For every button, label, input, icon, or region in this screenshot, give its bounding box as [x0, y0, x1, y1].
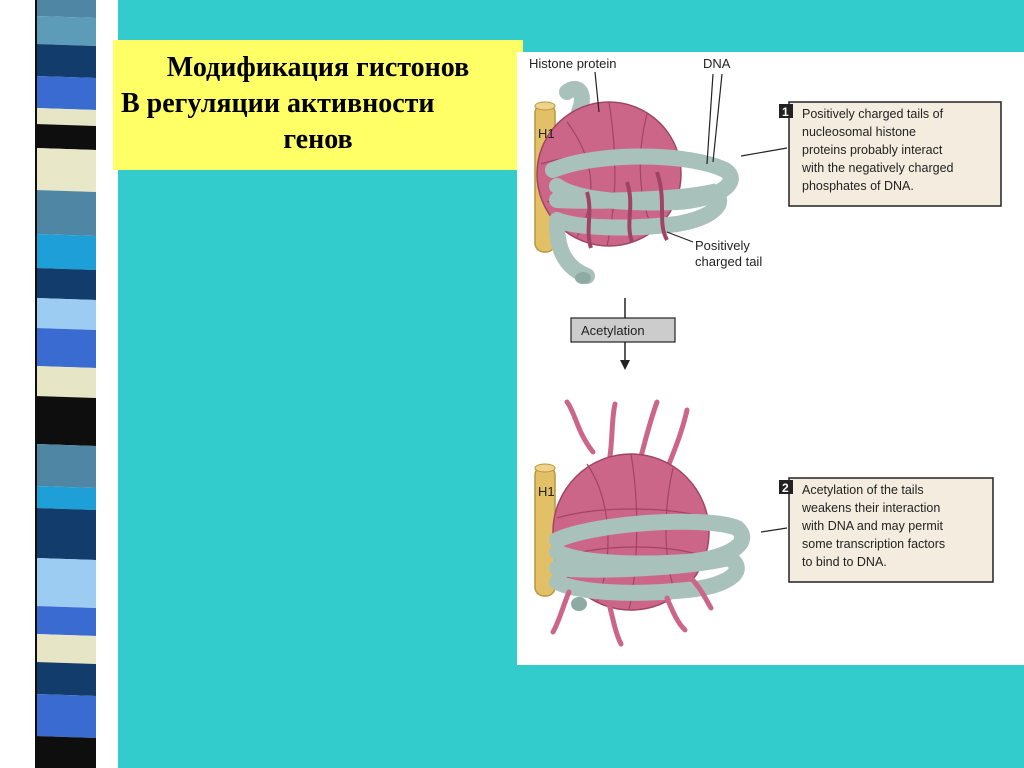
label-tail-line-2: charged tail [695, 254, 762, 269]
box1-number: 1 [782, 105, 789, 119]
box1-line-3: proteins probably interact [802, 143, 943, 157]
h1-cylinder-bottom [534, 463, 556, 597]
histone-acetylation-figure: Histone protein DNA H1 Positively charge… [517, 52, 1024, 665]
note-box-2: 2 Acetylation of the tails weakens their… [760, 477, 994, 583]
label-h1-top: H1 [538, 126, 555, 141]
box2-line-4: some transcription factors [802, 537, 945, 551]
title-line-1: Модификация гистонов [166, 52, 470, 83]
dna-strand-bottom [549, 513, 751, 601]
box2-line-3: with DNA and may permit [801, 519, 944, 533]
box1-line-1: Positively charged tails of [802, 107, 944, 121]
title-line-3: генов [283, 124, 353, 155]
title-line-2: В регуляции активности [121, 88, 435, 119]
slide-title: Модификация гистонов В регуляции активно… [113, 40, 523, 170]
label-dna: DNA [703, 56, 731, 71]
label-tail-line-1: Positively [695, 238, 750, 253]
dna-strand-top [545, 148, 739, 284]
box1-line-4: with the negatively charged [801, 161, 954, 175]
label-histone-protein: Histone protein [529, 56, 616, 71]
note-box-1: 1 Positively charged tails of nucleosoma… [740, 101, 1002, 207]
stripe-pattern [0, 0, 118, 768]
decorative-stripe-band [0, 0, 118, 768]
box1-line-2: nucleosomal histone [802, 125, 916, 139]
box1-line-5: phosphates of DNA. [802, 179, 914, 193]
box2-line-2: weakens their interaction [801, 501, 940, 515]
label-h1-bottom: H1 [538, 484, 555, 499]
acetylation-label: Acetylation [581, 323, 645, 338]
box2-line-5: to bind to DNA. [802, 555, 887, 569]
nucleosome-bottom: H1 [534, 399, 751, 647]
box2-line-1: Acetylation of the tails [802, 483, 924, 497]
nucleosome-top: Histone protein DNA H1 Positively charge… [529, 56, 762, 284]
acetylation-step: Acetylation [570, 298, 676, 370]
box2-number: 2 [782, 481, 789, 495]
